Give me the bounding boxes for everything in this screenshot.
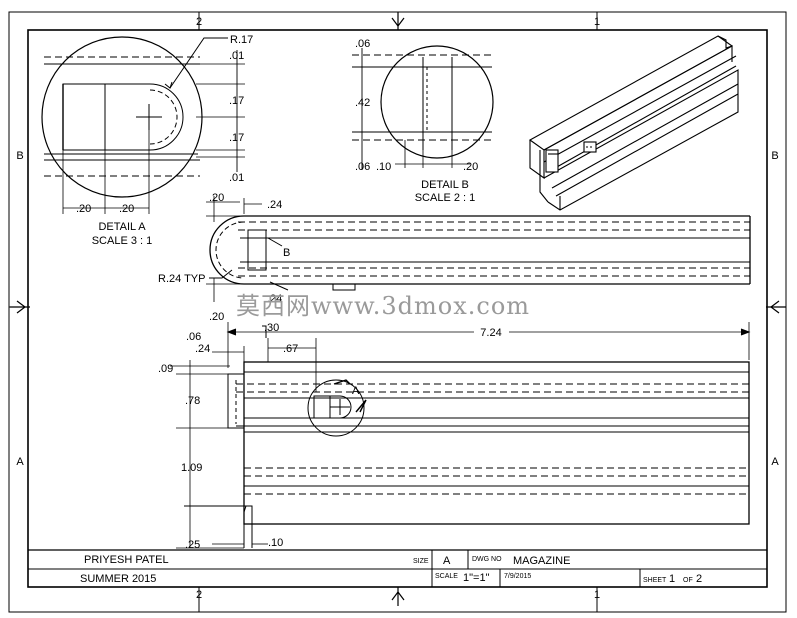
top-view-dim-24: .24: [267, 199, 282, 211]
title-block-sheet-total: 2: [696, 573, 702, 585]
title-block-date: 7/9/2015: [504, 573, 531, 580]
detail-a-dim-20-right: .20: [119, 203, 134, 215]
watermark-text: 莫西网www.3dmox.com: [236, 292, 530, 320]
zone-label-col-1-top: 1: [594, 16, 600, 28]
detail-b-dim-10: .10: [376, 161, 391, 173]
detail-a-dim-20-left: .20: [76, 203, 91, 215]
title-block-dwg-no-label: DWG NO: [472, 556, 502, 563]
front-view-dim-25: .25: [185, 539, 200, 551]
top-view: [206, 196, 751, 302]
detail-a-scale: SCALE 3 : 1: [92, 235, 153, 247]
title-block-sheet-num: 1: [669, 573, 675, 585]
title-block-size-value: A: [443, 555, 451, 567]
zone-label-row-a-left: A: [16, 456, 24, 468]
front-view-overall-length: 7.24: [480, 327, 501, 339]
title-block-scale-value: 1"=1": [463, 572, 490, 584]
front-view-dim-09: .09: [158, 363, 173, 375]
front-view-callout-a: A: [352, 385, 360, 397]
top-view-dim-24-right: .24: [267, 293, 282, 305]
detail-b-dim-06-bottom: .06: [355, 161, 370, 173]
detail-a-dim-01-bottom: .01: [229, 172, 244, 184]
detail-b-title: DETAIL B: [421, 179, 469, 191]
zone-label-row-b-right: B: [771, 150, 778, 162]
title-block-labels: PRIYESH PATEL SUMMER 2015 SIZE A DWG NO …: [80, 554, 702, 585]
title-block-author: PRIYESH PATEL: [84, 554, 169, 566]
detail-b-labels: .06 .42 .06 .10 .20 DETAIL B SCALE 2 : 1: [355, 38, 478, 204]
front-view-dim-10: .10: [268, 537, 283, 549]
title-block-sheet-label: SHEET: [643, 577, 667, 584]
front-view-dim-24: .24: [195, 343, 210, 355]
front-view-dim-109: 1.09: [181, 462, 202, 474]
centering-marks: [10, 12, 786, 606]
detail-a-radius: R.17: [230, 34, 253, 46]
detail-a-title: DETAIL A: [98, 221, 146, 233]
top-view-radius-typ: R.24 TYP: [158, 273, 206, 285]
detail-a-dim-17-lower: .17: [229, 132, 244, 144]
zone-label-col-2-top: 2: [196, 16, 202, 28]
front-view-dim-78: .78: [185, 395, 200, 407]
title-block-size-label: SIZE: [413, 558, 429, 565]
front-view: [170, 322, 751, 549]
zone-labels: 2 1 2 1 B B A A: [16, 16, 779, 601]
front-view-dim-30: .30: [264, 322, 279, 334]
detail-b-scale: SCALE 2 : 1: [415, 192, 476, 204]
title-block-of-label: OF: [683, 577, 693, 584]
top-view-dim-20-top: .20: [209, 192, 224, 204]
zone-label-row-b-left: B: [16, 150, 23, 162]
detail-a-dim-17-upper: .17: [229, 95, 244, 107]
zone-label-col-2-bottom: 2: [196, 589, 202, 601]
zone-label-row-a-right: A: [771, 456, 779, 468]
title-block-term: SUMMER 2015: [80, 573, 156, 585]
detail-a-view: [41, 36, 245, 214]
detail-b-dim-20: .20: [463, 161, 478, 173]
title-block-dwg-no-value: MAGAZINE: [513, 555, 570, 567]
zone-label-col-1-bottom: 1: [594, 589, 600, 601]
detail-b-view: [352, 45, 494, 170]
front-view-dim-67: .67: [283, 343, 298, 355]
top-view-callout-b: B: [283, 247, 290, 259]
top-view-dim-20-bottom: .20: [209, 311, 224, 323]
detail-a-labels: R.17 .01 .17 .17 .01 .20 .20 DETAIL A SC…: [76, 34, 253, 247]
isometric-view: [528, 35, 739, 211]
title-block-scale-label: SCALE: [435, 573, 458, 580]
detail-a-dim-01-top: .01: [229, 50, 244, 62]
front-view-dim-06: .06: [186, 331, 201, 343]
title-block: [28, 549, 767, 587]
top-view-labels: .20 .24 B R.24 TYP .20 .24: [158, 192, 290, 323]
detail-b-dim-06-top: .06: [355, 38, 370, 50]
detail-b-dim-42: .42: [355, 97, 370, 109]
front-view-labels: 7.24 .30 .06 .24 .67 .09 .78 1.09 .25 .1…: [158, 322, 502, 551]
